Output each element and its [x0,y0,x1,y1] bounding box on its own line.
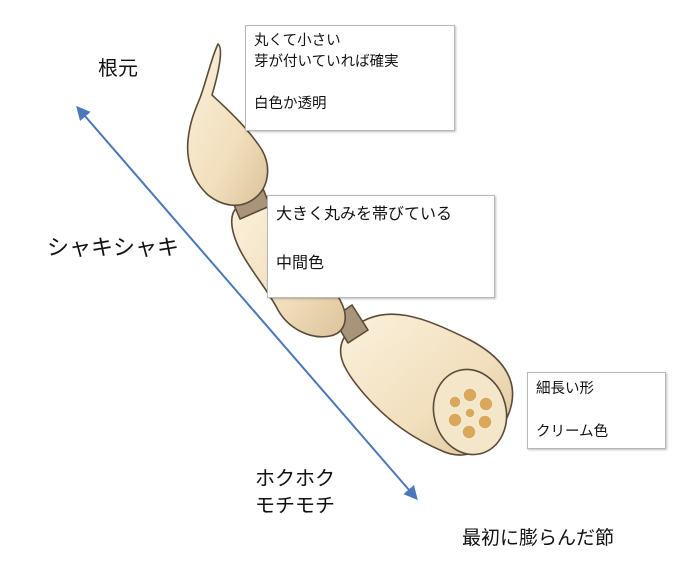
box-bottom-line: クリーム色 [536,424,609,441]
box-bottom-line: 細長い形 [536,381,594,397]
double-headed-arrow-icon [76,105,418,501]
box-middle-line: 中間色 [276,252,325,272]
box-top-line: 芽が付いていれば確実 [254,54,399,71]
label-fluffy-line1: ホクホク [255,466,335,490]
annotation-box-top: 丸くて小さい 芽が付いていれば確実 白色か透明 [245,25,455,131]
box-top-line [254,73,446,94]
lotus-holes [447,387,494,440]
label-crisp-texture: シャキシャキ [47,236,180,261]
box-middle-line: 大きく丸みを帯びている [276,204,453,223]
box-top-line: 丸くて小さい [254,33,341,49]
label-first-node: 最初に膨らんだ節 [462,527,615,549]
lotus-segment-top [186,43,269,207]
annotation-box-middle: 大きく丸みを帯びている 中間色 [267,195,495,298]
box-top-line: 白色か透明 [254,96,327,113]
label-root: 根元 [98,56,138,80]
label-fluffy-line2: モチモチ [255,493,335,517]
box-bottom-line [536,400,657,421]
label-fluffy-texture: ホクホク モチモチ [255,465,335,519]
box-middle-line [276,227,486,250]
annotation-box-bottom: 細長い形 クリーム色 [527,372,666,449]
